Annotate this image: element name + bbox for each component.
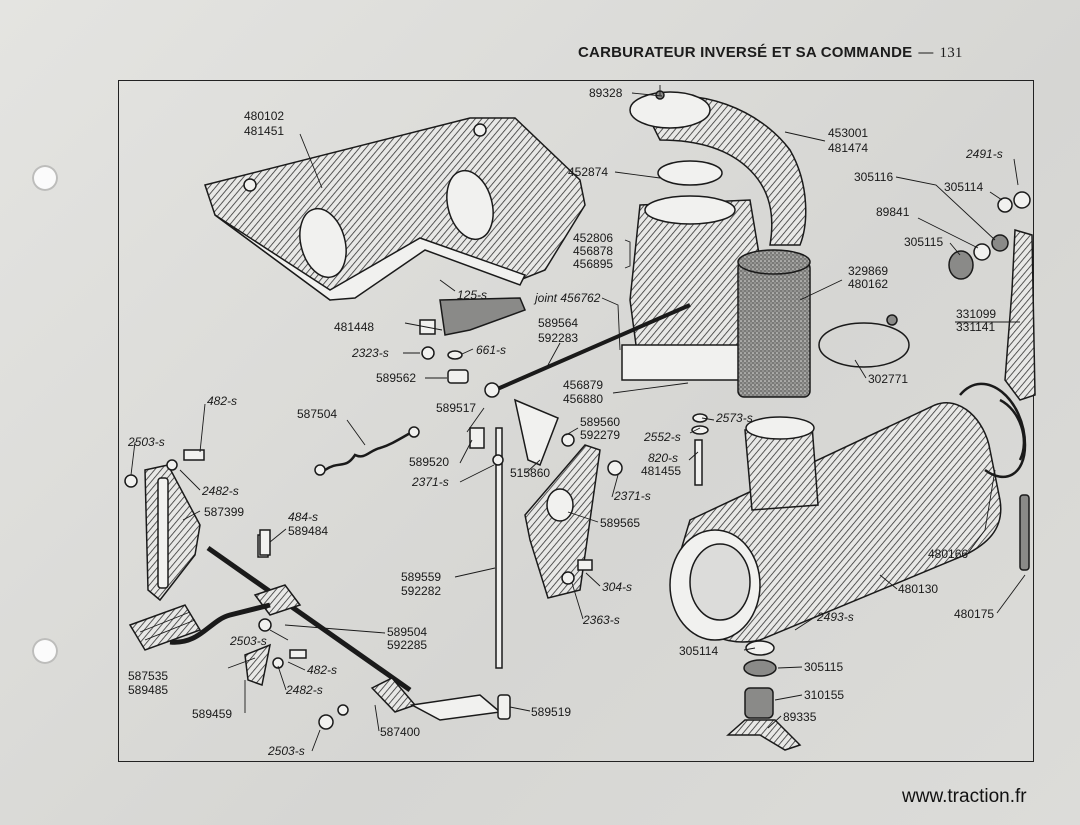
label-589504: 589504 <box>387 625 427 639</box>
air-filter <box>669 402 1002 643</box>
label-589519: 589519 <box>531 705 571 719</box>
return-spring <box>314 426 420 476</box>
label-joint-456762: joint 456762 <box>533 291 601 305</box>
elbow-tube <box>629 85 807 246</box>
label-482-s-top: 482-s <box>207 394 237 408</box>
label-589565: 589565 <box>600 516 640 530</box>
label-2503-s-mid: 2503-s <box>229 634 267 648</box>
label-480175: 480175 <box>954 607 994 621</box>
label-480166: 480166 <box>928 547 968 561</box>
hose-clamp <box>818 314 910 368</box>
binder-hole-top <box>32 165 58 191</box>
label-480162: 480162 <box>848 277 888 291</box>
label-661-s: 661-s <box>476 343 506 357</box>
label-305116: 305116 <box>854 170 893 184</box>
label-589564: 589564 <box>538 316 578 330</box>
label-89841: 89841 <box>876 205 910 219</box>
label-452806: 452806 <box>573 231 613 245</box>
label-592283: 592283 <box>538 331 578 345</box>
label-305115-bottom: 305115 <box>804 660 843 674</box>
filter-mount-stack <box>691 413 802 751</box>
label-453001: 453001 <box>828 126 868 140</box>
label-587400: 587400 <box>380 725 420 739</box>
label-589520: 589520 <box>409 455 449 469</box>
label-481451: 481451 <box>244 124 284 138</box>
label-482-s-bottom: 482-s <box>307 663 337 677</box>
air-shroud <box>204 117 586 301</box>
vertical-control-rod <box>259 398 623 669</box>
label-589485: 589485 <box>128 683 168 697</box>
watermark: www.traction.fr <box>902 786 1027 807</box>
pedal-linkage <box>124 449 511 730</box>
label-304-s: 304-s <box>602 580 632 594</box>
label-2491-s: 2491-s <box>965 147 1003 161</box>
label-2371-s-left: 2371-s <box>411 475 449 489</box>
page-title: CARBURATEUR INVERSÉ ET SA COMMANDE <box>578 44 913 61</box>
label-456879: 456879 <box>563 378 603 392</box>
label-2503-s-left: 2503-s <box>127 435 165 449</box>
label-2371-s-right: 2371-s <box>613 489 651 503</box>
label-484-s: 484-s <box>288 510 318 524</box>
carburetor-body <box>621 195 761 381</box>
page-number: 131 <box>939 45 963 61</box>
label-89335: 89335 <box>783 710 817 724</box>
label-587535: 587535 <box>128 669 168 683</box>
gasket-452874 <box>657 160 723 186</box>
label-2323-s: 2323-s <box>351 346 389 360</box>
label-589517: 589517 <box>436 401 476 415</box>
leader-lines <box>130 92 1026 752</box>
label-2482-s-top: 2482-s <box>201 484 239 498</box>
filter-strap-ring <box>959 382 1027 479</box>
label-89328: 89328 <box>589 86 623 100</box>
header-dash: — <box>918 44 934 61</box>
mounting-bracket <box>948 191 1036 401</box>
callout-labels: 480102 481451 89328 453001 481474 452874… <box>127 86 1003 758</box>
label-481455: 481455 <box>641 464 681 478</box>
label-589560: 589560 <box>580 415 620 429</box>
label-305115-top: 305115 <box>904 235 943 249</box>
label-481448: 481448 <box>334 320 374 334</box>
binder-hole-bottom <box>32 638 58 664</box>
label-305114-bottom: 305114 <box>679 644 718 658</box>
label-480102: 480102 <box>244 109 284 123</box>
label-456880: 456880 <box>563 392 603 406</box>
label-2363-s: 2363-s <box>582 613 620 627</box>
label-587399: 587399 <box>204 505 244 519</box>
label-456878: 456878 <box>573 244 613 258</box>
label-589459: 589459 <box>192 707 232 721</box>
label-587504: 587504 <box>297 407 337 421</box>
page-header: CARBURATEUR INVERSÉ ET SA COMMANDE — 131 <box>578 44 963 62</box>
label-125-s: 125-s <box>457 288 487 302</box>
diagram-frame <box>118 80 1034 762</box>
label-589484: 589484 <box>288 524 328 538</box>
label-592282: 592282 <box>401 584 441 598</box>
label-481474: 481474 <box>828 141 868 155</box>
label-515860: 515860 <box>510 466 550 480</box>
label-2493-s: 2493-s <box>816 610 854 624</box>
label-302771: 302771 <box>868 372 908 386</box>
label-2503-s-bottom: 2503-s <box>267 744 305 758</box>
label-592279: 592279 <box>580 428 620 442</box>
rubber-sleeve <box>737 249 811 398</box>
label-310155: 310155 <box>804 688 844 702</box>
throttle-rod <box>419 297 691 398</box>
label-2482-s-bottom: 2482-s <box>285 683 323 697</box>
label-331141: 331141 <box>956 320 995 334</box>
label-305114-top: 305114 <box>944 180 983 194</box>
label-331099: 331099 <box>956 307 996 321</box>
label-480130: 480130 <box>898 582 938 596</box>
label-589559: 589559 <box>401 570 441 584</box>
strap-rod <box>1019 494 1030 571</box>
label-589562: 589562 <box>376 371 416 385</box>
label-592285: 592285 <box>387 638 427 652</box>
label-820-s: 820-s <box>648 451 678 465</box>
label-329869: 329869 <box>848 264 888 278</box>
label-456895: 456895 <box>573 257 613 271</box>
label-452874: 452874 <box>568 165 608 179</box>
label-2552-s: 2552-s <box>643 430 681 444</box>
label-2573-s: 2573-s <box>715 411 753 425</box>
